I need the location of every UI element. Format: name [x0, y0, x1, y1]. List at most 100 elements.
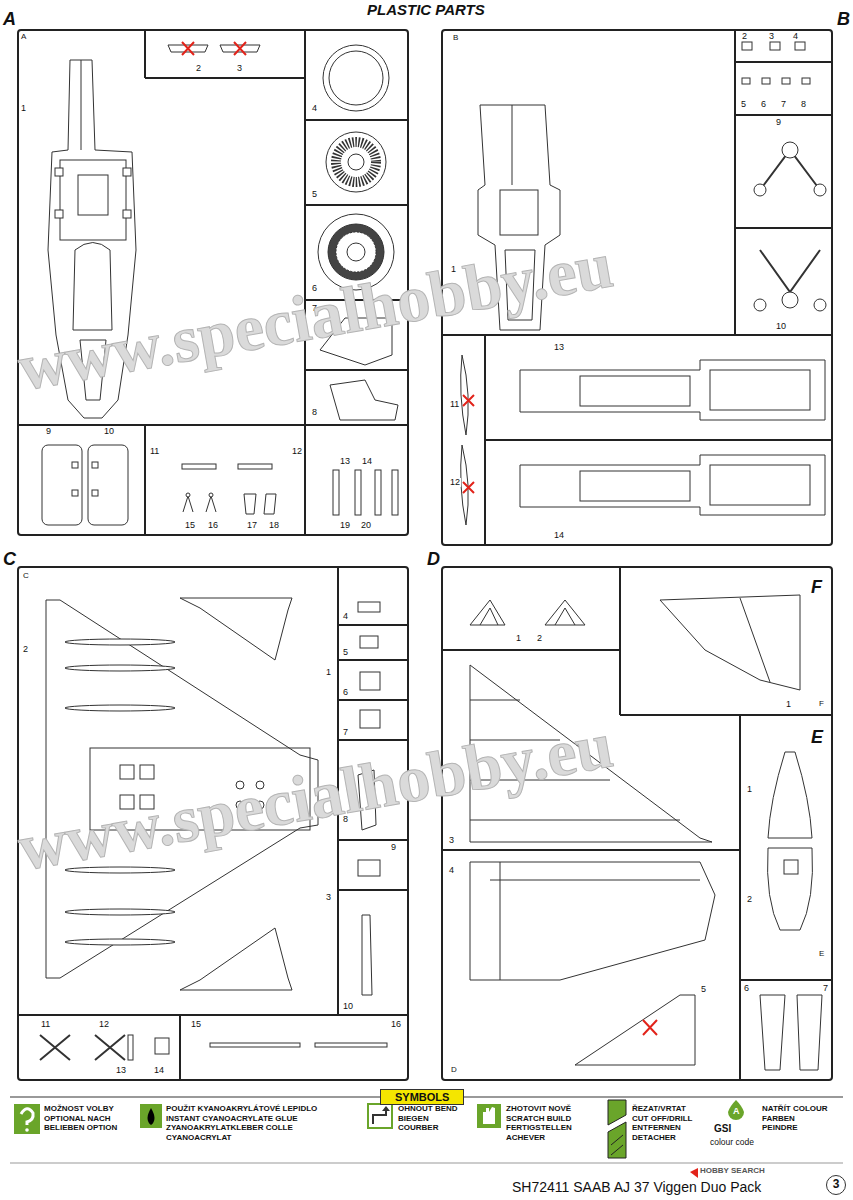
drawing-line	[740, 598, 770, 682]
drawing-line	[182, 42, 194, 55]
drawing-line	[728, 1100, 744, 1120]
callout-number: 14	[553, 531, 565, 540]
callout-number: 1	[785, 700, 792, 709]
callout-number: 18	[268, 521, 280, 530]
drawing-line	[735, 61, 832, 63]
drawing-line	[690, 1168, 698, 1178]
drawing-line	[336, 232, 376, 272]
callout-number: 6	[743, 984, 750, 993]
callout-number: 14	[361, 457, 373, 466]
drawing-line	[660, 595, 800, 690]
drawing-line	[802, 78, 810, 84]
drawing-line	[442, 334, 832, 336]
drawing-line	[770, 42, 780, 50]
drawing-line	[463, 482, 474, 493]
callout-number: 4	[311, 104, 318, 113]
drawing-line	[710, 370, 810, 410]
drawing-line	[485, 439, 832, 441]
drawing-line	[580, 471, 690, 501]
drawing-line	[754, 184, 766, 196]
drawing-line	[620, 714, 832, 716]
drawing-line	[238, 464, 272, 469]
drawing-line	[762, 78, 770, 84]
sprue-letter: D	[426, 550, 441, 568]
drawing-line	[742, 42, 752, 50]
drawing-line	[490, 880, 700, 881]
callout-number: 2	[741, 32, 748, 41]
drawing-line	[329, 51, 383, 105]
callout-number: 1	[20, 104, 27, 113]
drawing-line	[323, 45, 389, 111]
sprue-tag: F	[818, 700, 825, 708]
drawing-line	[186, 493, 190, 497]
callout-number: 14	[153, 1066, 165, 1075]
drawing-line	[580, 376, 690, 406]
drawing-line	[72, 462, 78, 468]
drawing-line	[244, 494, 256, 514]
drawing-line	[144, 30, 146, 78]
drawing-line	[128, 1035, 133, 1060]
drawing-line	[782, 292, 798, 308]
drawing-line	[14, 1104, 40, 1134]
drawing-line	[81, 60, 82, 150]
callout-number: 5	[700, 985, 707, 994]
drawing-line	[347, 243, 365, 261]
drawing-line	[392, 470, 398, 515]
sprue-letter: F	[810, 578, 823, 596]
callout-number: 15	[184, 521, 196, 530]
drawing-line	[123, 168, 131, 176]
drawing-line	[206, 496, 216, 512]
drawing-line	[305, 119, 408, 121]
drawing-line	[480, 608, 498, 625]
callout-number: 20	[360, 521, 372, 530]
legend-text: OHNOUT BEND BIEGEN COURBER	[398, 1104, 460, 1133]
sprue-tag: D	[450, 1066, 458, 1074]
drawing-line	[483, 1107, 495, 1124]
drawing-line	[358, 860, 380, 876]
drawing-line	[608, 1122, 626, 1158]
drawing-line	[183, 496, 193, 512]
sprue-tag: B	[452, 34, 459, 42]
drawing-line	[740, 979, 832, 981]
sprue-tag: E	[818, 950, 825, 958]
drawing-line	[315, 1043, 387, 1047]
sprue-frame	[18, 30, 832, 1080]
drawing-line	[55, 168, 63, 176]
callout-number: 17	[246, 521, 258, 530]
legend-text: ZHOTOVIT NOVĚ SCRATCH BUILD FERTIGSTELLE…	[506, 1104, 601, 1142]
drawing-line	[120, 765, 134, 779]
callout-number: 13	[339, 457, 351, 466]
legend-text: NATŘÍT COLOUR FARBEN PEINDRE	[762, 1104, 830, 1133]
callout-number: 7	[822, 984, 829, 993]
callout-number: 3	[325, 893, 332, 902]
drawing-line	[520, 455, 825, 515]
drawing-line	[734, 30, 736, 335]
drawing-line	[760, 250, 820, 292]
callout-number: 5	[342, 648, 349, 657]
drawing-line	[25, 1128, 29, 1132]
callout-number: 16	[390, 1020, 402, 1029]
drawing-line	[470, 820, 680, 821]
callout-number: 7	[780, 100, 787, 109]
drawing-line	[148, 1108, 155, 1125]
drawing-line	[442, 649, 620, 651]
drawing-line	[180, 928, 292, 990]
drawing-line	[180, 598, 292, 660]
callout-number: 12	[98, 1020, 110, 1029]
drawing-line	[264, 494, 276, 514]
drawing-line	[710, 465, 810, 505]
callout-number: 9	[390, 843, 397, 852]
drawing-line	[333, 470, 339, 515]
callout-number: 1	[325, 668, 332, 677]
callout-number: 13	[115, 1066, 127, 1075]
callout-number: 4	[448, 866, 455, 875]
drawing-line	[358, 602, 380, 612]
callout-number: 8	[800, 100, 807, 109]
drawing-line	[555, 608, 575, 625]
drawing-line	[65, 639, 175, 645]
callout-number: 2	[536, 634, 543, 643]
sprue-tag: A	[20, 33, 27, 41]
legend-text: POUŽIT KYANOAKRYLÁTOVÉ LEPIDLO INSTANT C…	[166, 1104, 341, 1142]
callout-number: 19	[339, 521, 351, 530]
callout-number: 6	[342, 688, 349, 697]
